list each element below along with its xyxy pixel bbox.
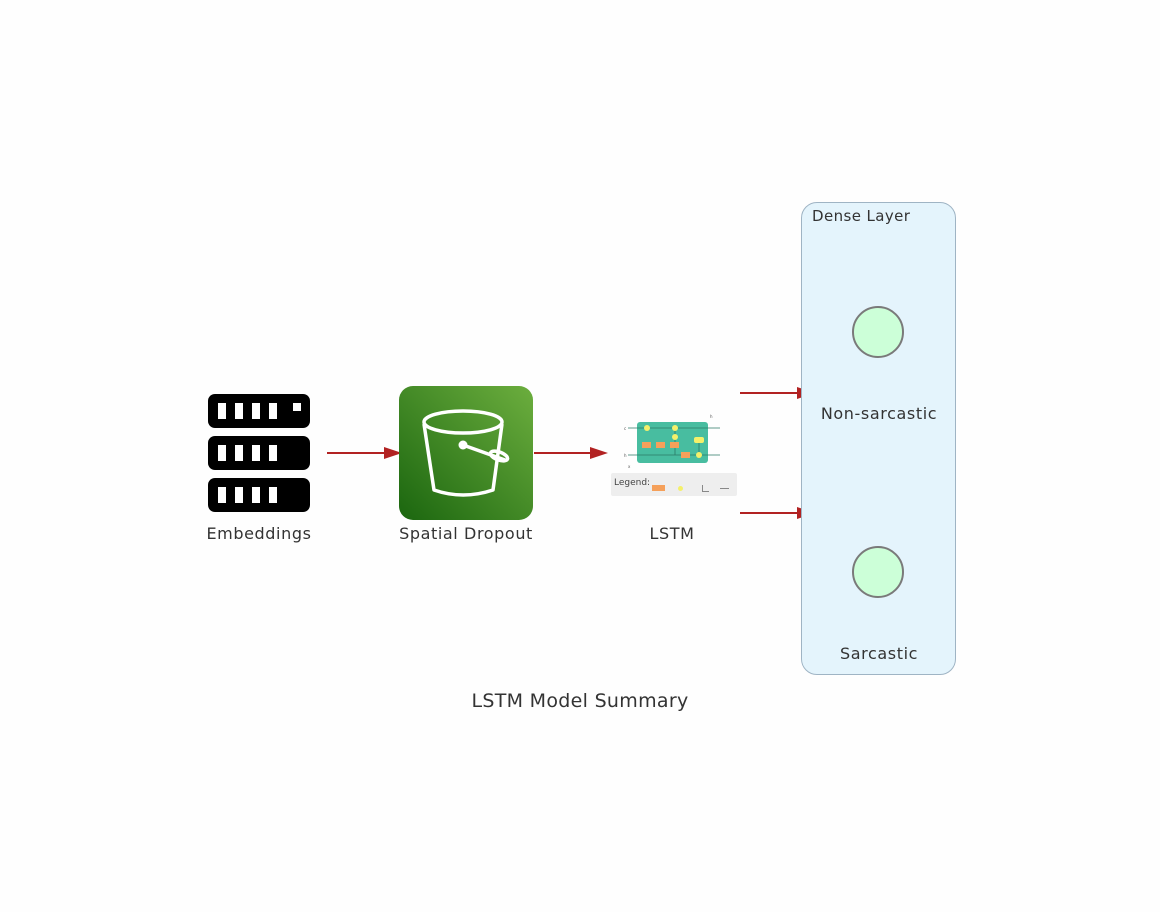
bucket-icon [399, 386, 533, 520]
embeddings-node [208, 394, 310, 512]
legend-copy-swatch [702, 485, 709, 492]
lstm-legend: Legend: [611, 473, 737, 496]
lstm-legend-label: Legend: [614, 478, 651, 488]
lstm-label: LSTM [649, 524, 695, 543]
lstm-node: c h h x [608, 412, 740, 500]
dense-layer-title: Dense Layer [812, 207, 911, 225]
dense-layer-cluster: Dense Layer [801, 202, 956, 675]
svg-text:x: x [628, 464, 631, 469]
server-rack-icon [208, 394, 310, 512]
svg-text:h: h [710, 414, 713, 419]
svg-text:h: h [624, 453, 627, 458]
embeddings-label: Embeddings [206, 524, 312, 543]
lstm-cell-diagram-icon: c h h x [624, 414, 720, 469]
legend-concat-swatch [720, 488, 729, 489]
legend-pointwise-swatch [678, 486, 683, 491]
arrowhead-embeddings-to-dropout [384, 447, 402, 459]
output-label-nonsarcastic: Non-sarcastic [820, 404, 938, 423]
spatial-dropout-label: Spatial Dropout [399, 524, 533, 543]
output-node-nonsarcastic [852, 306, 904, 358]
output-node-sarcastic [852, 546, 904, 598]
svg-text:c: c [624, 426, 626, 431]
diagram-caption: LSTM Model Summary [471, 690, 689, 712]
spatial-dropout-node [399, 386, 533, 520]
legend-layer-swatch [652, 485, 665, 491]
arrowhead-dropout-to-lstm [590, 447, 608, 459]
output-label-sarcastic: Sarcastic [839, 644, 919, 663]
